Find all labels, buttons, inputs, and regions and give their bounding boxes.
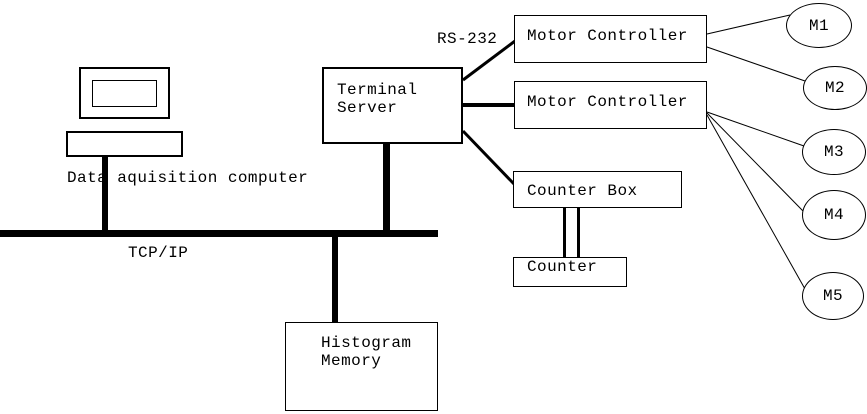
line-motor-controller-1-to-m2 [706,46,806,82]
motor-controller-1-label: Motor Controller [527,27,688,45]
motor-m2-node: M2 [803,66,867,110]
motor-controller-1-box [514,15,707,63]
counter-box-label: Counter Box [527,182,638,200]
motor-controller-2-label: Motor Controller [527,93,688,111]
histogram-memory-label: Histogram Memory [321,334,412,370]
motor-controller-2-box [514,81,707,129]
motor-m3-label: M3 [823,143,845,161]
tcpip-bus-line [0,230,438,237]
line-motor-controller-1-to-m1 [706,14,791,35]
motor-m1-node: M1 [786,3,852,48]
motor-m5-node: M5 [802,272,864,320]
terminal-server-box [322,67,463,144]
motor-m3-node: M3 [802,129,866,175]
histogram-memory-box [285,322,438,411]
counter-box-to-counter-line-left [563,208,566,257]
computer-keyboard-icon [66,131,183,157]
counter-box-box [513,171,682,208]
bus-to-histogram-memory-line [332,231,338,323]
counter-box-to-counter-line-right [577,208,580,257]
line-motor-controller-2-to-m4 [706,112,804,212]
motor-m5-label: M5 [822,287,844,305]
counter-box [513,257,627,287]
motor-m4-label: M4 [823,206,845,224]
computer-screen-icon [92,80,157,107]
terminal-server-to-bus-line [383,144,390,237]
motor-m2-label: M2 [824,79,846,97]
data-acquisition-computer-label: Data aquisition computer [67,169,309,187]
computer-to-bus-line [102,157,108,237]
tcpip-label: TCP/IP [128,244,189,262]
rs232-label: RS-232 [437,30,498,48]
counter-label: Counter [527,258,598,276]
terminal-server-label: Terminal Server [337,81,418,117]
line-motor-controller-2-to-m5 [706,114,806,290]
line-motor-controller-2-to-m3 [706,111,805,147]
motor-m1-label: M1 [808,16,830,35]
motor-m4-node: M4 [802,190,866,240]
line-terminal-server-to-counter-box [461,129,516,186]
